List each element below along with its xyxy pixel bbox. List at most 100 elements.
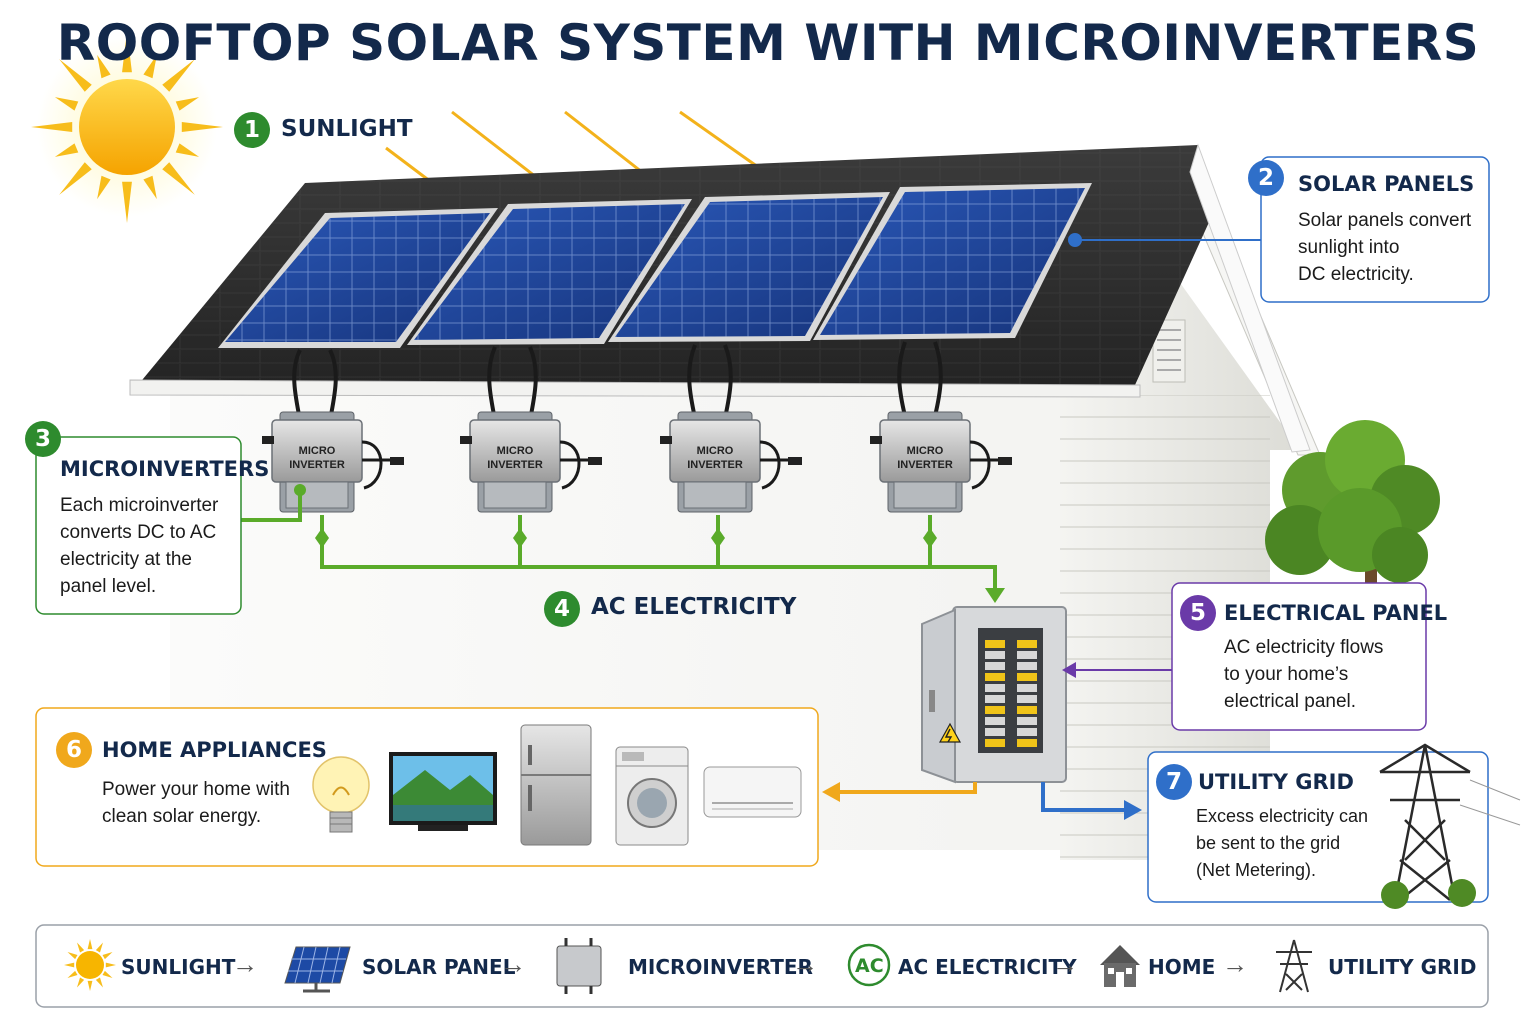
step-2-badge: 2 bbox=[1248, 160, 1284, 196]
breaker bbox=[1017, 706, 1037, 714]
transmission-tower-icon bbox=[1379, 743, 1521, 909]
solar-panel bbox=[813, 183, 1092, 340]
sun-ray bbox=[102, 952, 113, 960]
sun-ray bbox=[95, 977, 103, 988]
sun-ray bbox=[162, 59, 195, 92]
flow-item-home: HOME bbox=[1148, 955, 1216, 979]
breaker bbox=[1017, 684, 1037, 692]
sun-ray bbox=[87, 980, 93, 991]
breaker bbox=[985, 695, 1005, 703]
flow-item-ac-electricity: AC ELECTRICITY bbox=[898, 955, 1077, 979]
microinverter-label-line: MICRO bbox=[496, 445, 534, 457]
breaker bbox=[1017, 717, 1037, 725]
breaker bbox=[1017, 640, 1037, 648]
step-3-text-line: Each microinverter bbox=[60, 495, 219, 516]
step-2-text-line: Solar panels convert bbox=[1298, 210, 1472, 231]
sun-ray bbox=[67, 970, 78, 978]
sun-ray bbox=[67, 952, 78, 960]
sun-ray bbox=[77, 977, 85, 988]
microinverter-label-line: MICRO bbox=[298, 445, 336, 457]
breaker bbox=[985, 728, 1005, 736]
breaker bbox=[1017, 651, 1037, 659]
step-5-badge: 5 bbox=[1180, 595, 1216, 631]
microinverter-label: MICRO INVERTER bbox=[890, 444, 960, 472]
microinverter-label: MICRO INVERTER bbox=[680, 444, 750, 472]
step-3-text-line: converts DC to AC bbox=[60, 522, 217, 543]
microinverter-label-line: MICRO bbox=[906, 445, 944, 457]
step-7-badge: 7 bbox=[1156, 764, 1192, 800]
breaker bbox=[1017, 695, 1037, 703]
sun-ray bbox=[31, 122, 73, 132]
microinverter-label: MICRO INVERTER bbox=[282, 444, 352, 472]
breaker bbox=[985, 739, 1005, 747]
sun-ray bbox=[175, 143, 200, 157]
step-2-title: SOLAR PANELS bbox=[1298, 172, 1475, 196]
sun-ray bbox=[87, 939, 93, 950]
microinverters-box bbox=[35, 436, 242, 615]
step-3-text: Each microinverter converts DC to AC ele… bbox=[60, 492, 218, 600]
solar-panel bbox=[608, 192, 890, 342]
breaker bbox=[985, 640, 1005, 648]
microinverter-label-line: INVERTER bbox=[897, 459, 953, 471]
step-5-text-line: AC electricity flows bbox=[1224, 637, 1384, 658]
flow-microinverter-icon bbox=[556, 938, 602, 994]
step-6-badge: 6 bbox=[56, 732, 92, 768]
sun-ray bbox=[162, 162, 195, 195]
microinverter-icon bbox=[870, 411, 1012, 513]
washing-machine-icon bbox=[615, 746, 689, 846]
flow-home-icon bbox=[1100, 945, 1140, 987]
sun-icon bbox=[31, 31, 223, 223]
breaker bbox=[1017, 728, 1037, 736]
flow-item-microinverter: MICROINVERTER bbox=[628, 955, 813, 979]
flow-arrow: → bbox=[1052, 949, 1078, 979]
flow-arrow: → bbox=[232, 949, 258, 979]
tree-icon bbox=[1265, 420, 1440, 600]
refrigerator-icon bbox=[520, 724, 592, 846]
solar-panel bbox=[407, 199, 692, 345]
step-3-text-line: electricity at the bbox=[60, 549, 192, 570]
electrical-panel-box bbox=[1171, 582, 1427, 731]
sun-ray bbox=[59, 59, 92, 92]
roof-vent-icon bbox=[1152, 319, 1186, 383]
solar-panels-box bbox=[1260, 156, 1490, 303]
page-title: ROOFTOP SOLAR SYSTEM WITH MICROINVERTERS bbox=[56, 14, 1480, 72]
flow-solar-panel-icon bbox=[284, 946, 351, 993]
microinverter-icon bbox=[460, 411, 602, 513]
breaker bbox=[985, 717, 1005, 725]
step-4-badge: 4 bbox=[544, 591, 580, 627]
step-7-text: Excess electricity can be sent to the gr… bbox=[1196, 803, 1368, 884]
breaker bbox=[985, 684, 1005, 692]
step-5-text: AC electricity flows to your home’s elec… bbox=[1224, 634, 1383, 715]
microinverter-label-line: INVERTER bbox=[687, 459, 743, 471]
sun-ray bbox=[97, 54, 111, 79]
flow-ac-badge-icon bbox=[847, 943, 891, 987]
step-5-text-line: electrical panel. bbox=[1224, 691, 1357, 712]
step-5-title: ELECTRICAL PANEL bbox=[1224, 601, 1448, 625]
step-1-label: SUNLIGHT bbox=[281, 116, 413, 142]
step-2-text: Solar panels convert sunlight into DC el… bbox=[1298, 207, 1471, 288]
step-7-text-line: be sent to the grid bbox=[1196, 833, 1341, 853]
microinverter-label-line: INVERTER bbox=[289, 459, 345, 471]
flow-arrow: → bbox=[792, 949, 818, 979]
step-4-label: AC ELECTRICITY bbox=[591, 594, 797, 620]
sun-ray bbox=[64, 962, 75, 968]
flow-item-sunlight: SUNLIGHT bbox=[121, 955, 236, 979]
step-2-text-line: DC electricity. bbox=[1298, 264, 1414, 285]
breaker bbox=[1017, 662, 1037, 670]
sun-ray bbox=[143, 54, 157, 79]
sun-ray bbox=[122, 31, 132, 73]
sun-ray bbox=[59, 162, 92, 195]
flow-transmission-tower-icon bbox=[1276, 939, 1312, 993]
step-6-text-line: Power your home with bbox=[102, 779, 290, 800]
flow-arrow: → bbox=[500, 949, 526, 979]
flow-item-solar-panel: SOLAR PANEL bbox=[362, 955, 516, 979]
solar-panel-array bbox=[218, 183, 1092, 348]
step-5-text-line: to your home’s bbox=[1224, 664, 1349, 685]
step-3-badge: 3 bbox=[25, 421, 61, 457]
sun-ray bbox=[143, 175, 157, 200]
tv-icon bbox=[389, 752, 497, 831]
step-2-text-line: sunlight into bbox=[1298, 237, 1400, 258]
step-6-title: HOME APPLIANCES bbox=[102, 738, 327, 762]
microinverter-label-line: MICRO bbox=[696, 445, 734, 457]
